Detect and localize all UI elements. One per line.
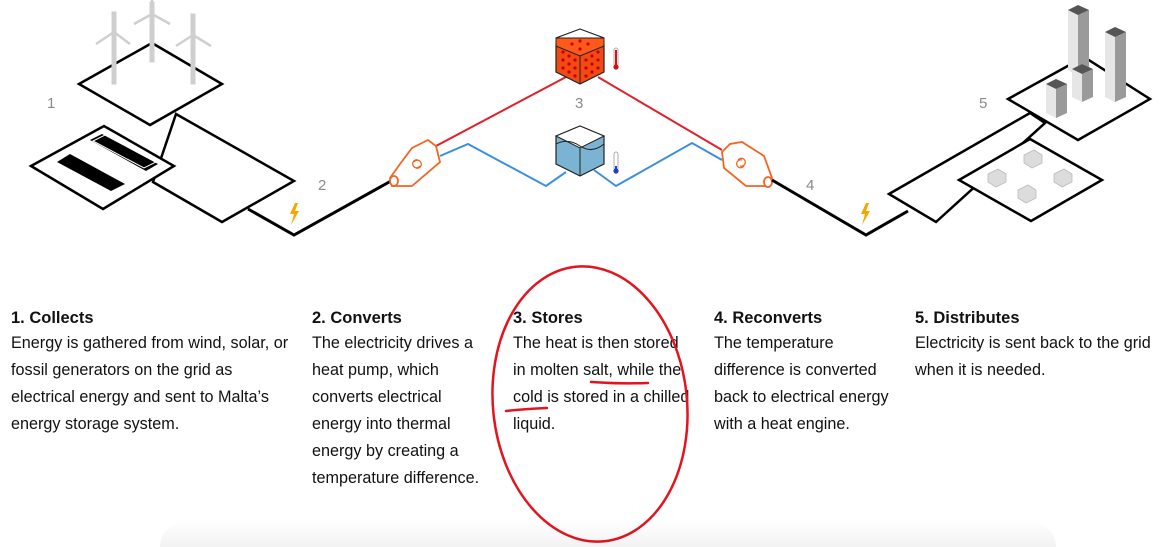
step-title: 3. Stores <box>513 309 583 327</box>
step-description: Electricity is sent back to the grid whe… <box>915 334 1151 379</box>
step-number-4: 4 <box>806 177 814 194</box>
step-number-3: 3 <box>575 95 583 112</box>
step-number-5: 5 <box>979 95 987 112</box>
lightning-bolt-icon <box>861 203 870 225</box>
molten-salt-tank-icon <box>555 28 605 85</box>
cold-thermometer-icon <box>613 151 619 174</box>
lightning-bolt-icon <box>290 203 299 225</box>
step-distributes: 5. Distributes Electricity is sent back … <box>915 306 1165 384</box>
bottom-shadow <box>160 521 1056 547</box>
step-converts: 2. Converts The electricity drives a hea… <box>312 306 492 492</box>
hot-line-left <box>435 76 567 147</box>
chilled-liquid-tank-icon <box>554 125 606 177</box>
distribution-slab <box>886 111 1048 224</box>
step-collects: 1. Collects Energy is gathered from wind… <box>11 306 296 438</box>
cold-line-right <box>593 141 723 188</box>
cold-line-left <box>439 142 567 188</box>
step-number-2: 2 <box>318 177 326 194</box>
city-area <box>1005 5 1153 142</box>
energy-storage-diagram: 2 1 3 <box>28 0 1153 237</box>
power-wire-in <box>247 179 392 237</box>
step-description: Energy is gathered from wind, solar, or … <box>11 334 289 433</box>
solar-farm <box>28 124 177 211</box>
step-title: 2. Converts <box>312 309 402 327</box>
step-reconverts: 4. Reconverts The temperature difference… <box>714 306 894 438</box>
heat-pump-converter-icon <box>389 138 442 187</box>
step-description: The electricity drives a heat pump, whic… <box>312 334 480 487</box>
houses-icon <box>987 149 1073 204</box>
collection-slab <box>151 112 297 224</box>
step-description: The heat is then stored in molten salt, … <box>513 334 690 433</box>
step-title: 5. Distributes <box>915 309 1020 327</box>
heat-engine-converter-icon <box>721 141 774 188</box>
wind-farm <box>76 0 225 127</box>
solar-panel-icon <box>57 134 158 191</box>
hot-thermometer-icon <box>613 47 619 70</box>
power-wire-out <box>771 178 909 237</box>
step-number-1: 1 <box>47 95 55 112</box>
wind-turbine-icon <box>95 0 212 85</box>
step-title: 4. Reconverts <box>714 309 823 327</box>
residential-area <box>956 137 1105 223</box>
step-stores: 3. Stores The heat is then stored in mol… <box>513 306 693 438</box>
step-description: The temperature difference is converted … <box>714 334 889 433</box>
hot-line-right <box>597 76 723 151</box>
step-title: 1. Collects <box>11 309 94 327</box>
city-buildings-icon <box>1046 5 1126 118</box>
